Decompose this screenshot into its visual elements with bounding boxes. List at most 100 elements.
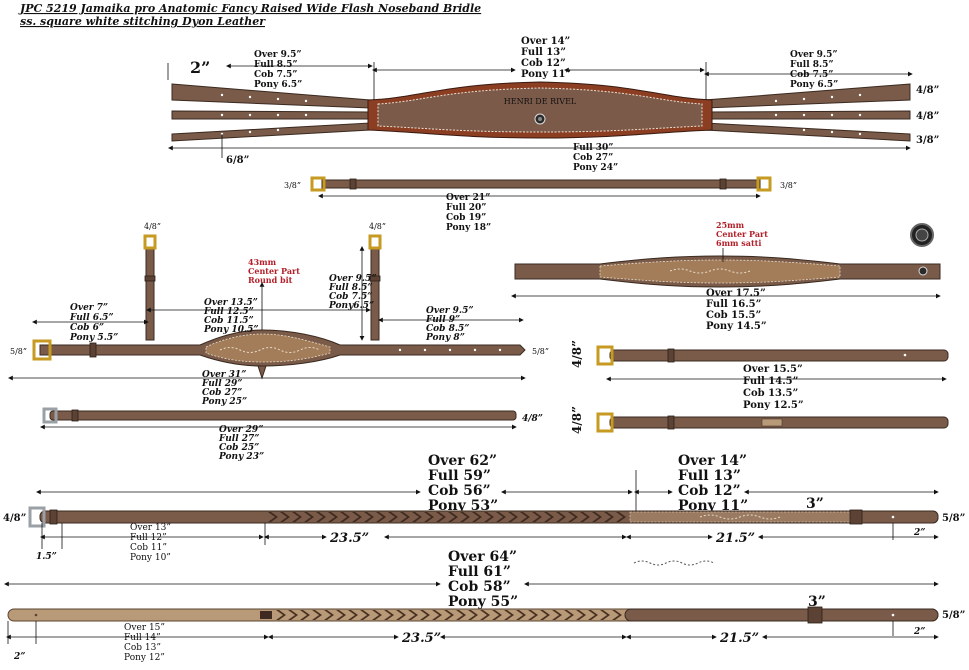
svg-text:3”: 3” (808, 594, 826, 610)
lace-chevron (360, 610, 370, 620)
lace-chevron (312, 610, 322, 620)
svg-text:Round bit: Round bit (248, 275, 293, 285)
title-line-2: ss. square white stitching Dyon Leather (20, 15, 266, 28)
cheekpieces-group: 4/8” Over 15.5” Full 14.5” Cob 13.5” Pon… (570, 340, 949, 434)
svg-text:Cob 58”: Cob 58” (448, 579, 511, 595)
svg-text:4/8”: 4/8” (522, 414, 543, 424)
svg-text:Cob 8.5”: Cob 8.5” (426, 324, 469, 334)
svg-text:Full 8.5”: Full 8.5” (254, 60, 298, 70)
lace-chevron (448, 512, 458, 522)
svg-text:Pony 6.5”: Pony 6.5” (254, 80, 302, 90)
lace-chevron (336, 610, 346, 620)
rein-rubber-group: Over 64” Full 61” Cob 58” Pony 55” 3” 5/… (4, 549, 965, 663)
lace-chevron (604, 512, 614, 522)
svg-text:Cob 27”: Cob 27” (202, 388, 242, 398)
svg-text:2”: 2” (913, 528, 925, 538)
svg-text:Over 29”: Over 29” (219, 425, 263, 435)
svg-text:Pony 11”: Pony 11” (521, 69, 571, 80)
svg-text:Cob 11”: Cob 11” (130, 543, 167, 553)
lace-chevron (468, 610, 478, 620)
headpiece-cheek-left (145, 247, 155, 341)
svg-text:Over 9.5”: Over 9.5” (254, 50, 302, 60)
svg-text:Cob 19”: Cob 19” (446, 213, 486, 223)
svg-text:Full 8.5”: Full 8.5” (328, 283, 373, 293)
svg-text:Over 9.5”: Over 9.5” (329, 274, 377, 284)
cheekpiece-top-buckle-icon (596, 345, 614, 366)
svg-text:4/8”: 4/8” (369, 222, 386, 231)
svg-text:Cob 56”: Cob 56” (428, 483, 491, 499)
lace-chevron (612, 610, 622, 620)
lace-chevron (276, 610, 286, 620)
lace-chevron (616, 512, 626, 522)
svg-text:Full 13”: Full 13” (678, 468, 741, 484)
lace-chevron (496, 512, 506, 522)
svg-text:Center Part: Center Part (248, 266, 300, 276)
svg-text:21.5”: 21.5” (715, 531, 755, 546)
noseband-right-strap-2 (704, 110, 911, 120)
svg-text:2”: 2” (13, 652, 25, 662)
svg-text:3/8”: 3/8” (284, 181, 301, 190)
noseband-tab-width: 6/8” (226, 155, 249, 166)
svg-text:Cob 7.5”: Cob 7.5” (790, 70, 833, 80)
lace-chevron (364, 512, 374, 522)
svg-text:23.5”: 23.5” (401, 631, 441, 646)
lace-chevron (384, 610, 394, 620)
lace-chevron (324, 610, 334, 620)
svg-text:23.5”: 23.5” (329, 531, 369, 546)
lace-chevron (516, 610, 526, 620)
lace-chevron (484, 512, 494, 522)
svg-text:Pony 11”: Pony 11” (678, 498, 748, 514)
svg-text:4/8”: 4/8” (144, 222, 161, 231)
lace-chevron (528, 610, 538, 620)
lace-chevron (564, 610, 574, 620)
browband-group: 25mm Center Part 6mm satti Over 17.5” Fu… (510, 220, 941, 332)
svg-text:Over 21”: Over 21” (446, 193, 490, 203)
svg-text:3”: 3” (806, 496, 824, 512)
lace-chevron (600, 610, 610, 620)
lace-chevron (532, 512, 542, 522)
svg-text:Full 14”: Full 14” (124, 633, 161, 643)
lace-chevron (592, 512, 602, 522)
lace-chevron (288, 610, 298, 620)
lace-chevron (480, 610, 490, 620)
lace-chevron (460, 512, 470, 522)
svg-text:Cob 11.5”: Cob 11.5” (204, 316, 254, 326)
svg-text:Pony 18”: Pony 18” (446, 223, 491, 233)
svg-text:Cob 7.5”: Cob 7.5” (329, 292, 372, 302)
lace-chevron (400, 512, 410, 522)
svg-text:Pony 55”: Pony 55” (448, 594, 518, 610)
svg-text:Pony6.5”: Pony6.5” (328, 301, 374, 311)
lace-chevron (300, 610, 310, 620)
svg-text:Over 13”: Over 13” (130, 523, 171, 533)
lace-chevron (544, 512, 554, 522)
lace-chevron (576, 610, 586, 620)
svg-text:Over 9.5”: Over 9.5” (790, 50, 838, 60)
headpiece-group: 4/8” 4/8” 43mm Center Part Round bit Ove… (8, 222, 549, 407)
svg-text:5/8”: 5/8” (532, 347, 549, 356)
svg-text:Cob 12”: Cob 12” (521, 58, 566, 69)
svg-text:Cob 25”: Cob 25” (219, 443, 259, 453)
flash-strap-group: 3/8” 3/8” Over 21” Full 20” Cob 19” Pony… (284, 176, 797, 233)
svg-text:3/8”: 3/8” (780, 181, 797, 190)
cheekpiece-bottom-buckle-icon (596, 412, 614, 433)
svg-text:4/8”: 4/8” (3, 513, 26, 524)
svg-text:2”: 2” (913, 627, 925, 637)
svg-text:Over 62”: Over 62” (428, 453, 497, 469)
svg-text:Cob 13.5”: Cob 13.5” (743, 388, 798, 399)
lace-chevron (304, 512, 314, 522)
lace-chevron (316, 512, 326, 522)
svg-text:Pony 23”: Pony 23” (218, 452, 264, 462)
lace-chevron (412, 512, 422, 522)
svg-text:Full 61”: Full 61” (448, 564, 511, 580)
rein-rubber-lacing (276, 610, 622, 620)
lace-chevron (408, 610, 418, 620)
svg-text:Full 59”: Full 59” (428, 468, 491, 484)
svg-text:21.5”: 21.5” (719, 631, 759, 646)
svg-text:Pony 53”: Pony 53” (428, 498, 498, 514)
lace-chevron (388, 512, 398, 522)
lace-chevron (280, 512, 290, 522)
noseband-left-strap-3 (171, 122, 371, 142)
svg-text:Over 9.5”: Over 9.5” (426, 306, 474, 316)
lace-chevron (552, 610, 562, 620)
